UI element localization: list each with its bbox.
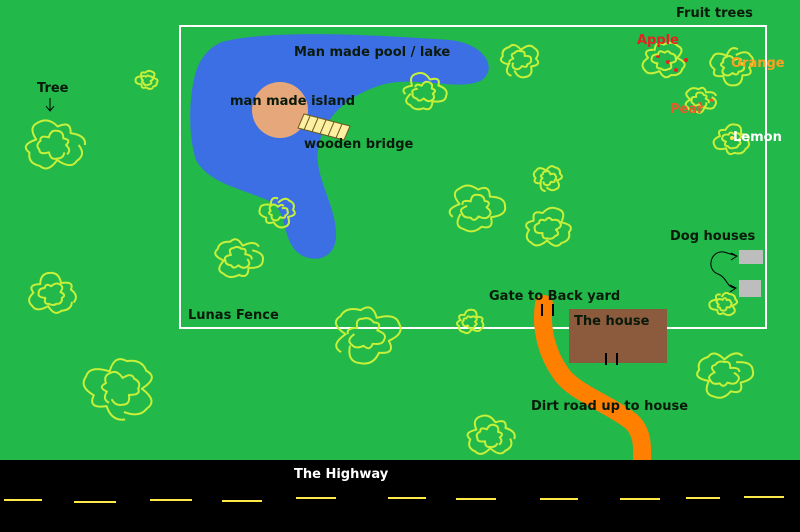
fruit-dots: [656, 54, 744, 140]
dirt-road: [534, 295, 652, 471]
highway: [0, 460, 800, 532]
orange-label: Orange: [731, 56, 785, 71]
dirt-road-label: Dirt road up to house: [531, 399, 689, 414]
fruit-trees-label: Fruit trees: [676, 6, 753, 21]
bridge-label: wooden bridge: [304, 137, 414, 152]
tree-bush: [641, 41, 686, 79]
tree-bush: [334, 306, 402, 365]
gate-marks: [541, 304, 554, 316]
house-label: The house: [574, 314, 650, 329]
tree-bush: [696, 352, 755, 399]
tree-bush: [214, 238, 265, 279]
fence-label: Lunas Fence: [188, 308, 279, 323]
tree-bush: [24, 119, 87, 170]
down-arrow-icon: [45, 98, 55, 112]
tree-bush: [525, 206, 572, 247]
wooden-bridge: [297, 113, 351, 141]
tree-bush: [82, 358, 153, 421]
tree-bush: [684, 86, 718, 114]
man-made-island: [252, 82, 308, 138]
gate-label: Gate to Back yard: [489, 289, 621, 304]
tree-bush: [709, 47, 755, 87]
dog-house-2: [739, 280, 761, 297]
tree-bush: [455, 308, 485, 335]
lane-markings: [4, 496, 784, 503]
tree-bush: [402, 72, 448, 111]
pear-label: Pear: [670, 102, 704, 117]
tree-bush: [134, 69, 159, 90]
tree-bush: [258, 196, 296, 229]
lemon-label: Lemon: [733, 130, 782, 145]
tree-label: Tree: [37, 81, 69, 96]
tree-bush: [499, 43, 540, 79]
tree-bush: [708, 291, 739, 317]
curved-arrow-icon: [710, 251, 738, 293]
apple-label: Apple: [637, 33, 679, 48]
dog-house-1: [739, 250, 763, 264]
house-door-marks: [605, 353, 618, 365]
highway-label: The Highway: [294, 467, 389, 482]
trees: [24, 41, 755, 455]
tree-bush: [712, 123, 751, 156]
island-label: man made island: [230, 94, 356, 109]
tree-bush: [466, 414, 516, 455]
pool-label: Man made pool / lake: [294, 45, 451, 60]
tree-bush: [532, 165, 563, 193]
dog-houses-label: Dog houses: [670, 229, 756, 244]
tree-bush: [28, 271, 77, 314]
tree-bush: [448, 184, 507, 233]
